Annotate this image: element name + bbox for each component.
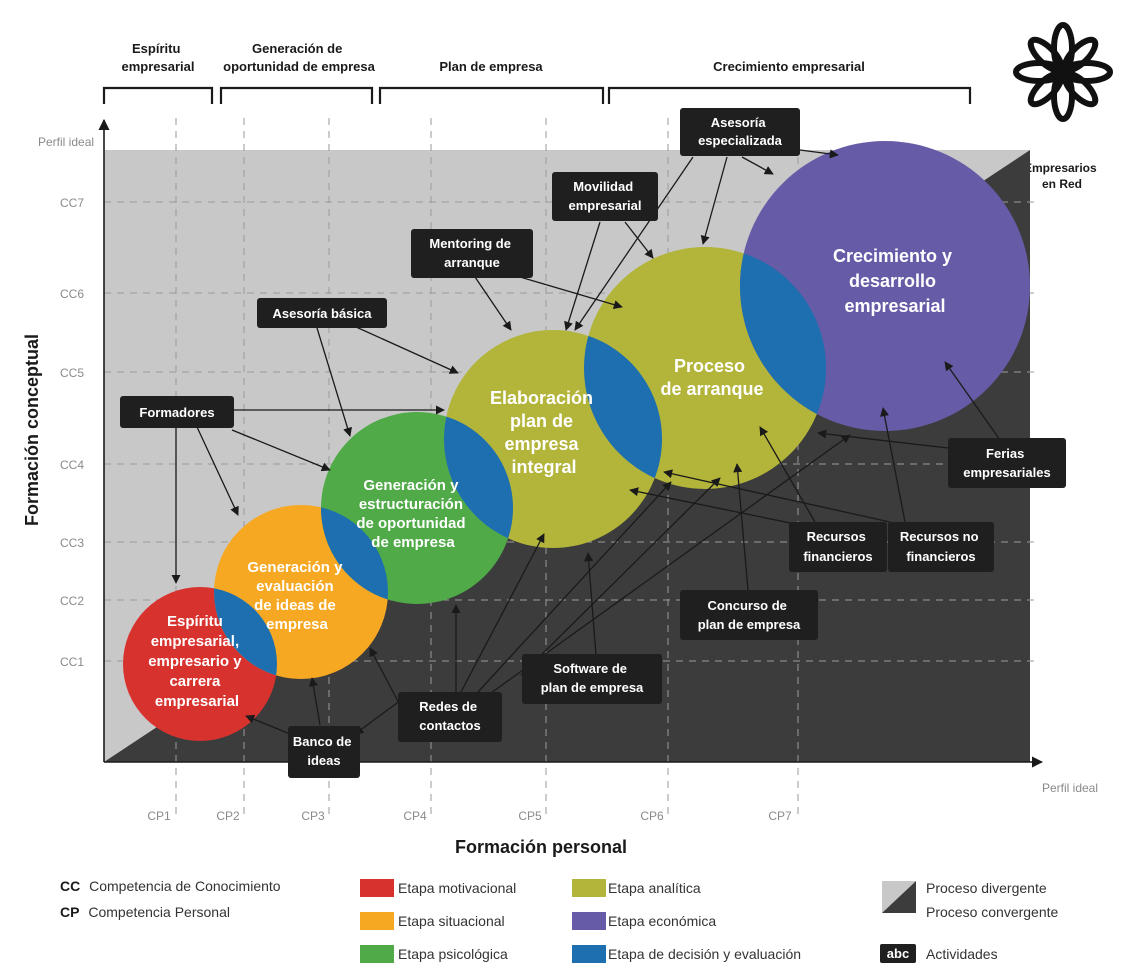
bracket-espiritu (102, 86, 214, 104)
circle-label-economica: Crecimiento y desarrollo empresarial (833, 246, 957, 316)
cp-tick: CP4 (403, 809, 427, 823)
activity-label: Redes de contactos (419, 699, 480, 733)
cc-tick: CC1 (60, 655, 84, 669)
cc-tick: CC2 (60, 594, 84, 608)
legend-label: Etapa analítica (608, 880, 701, 896)
activity-label: Formadores (139, 405, 214, 420)
activity-recursos-no-financieros (888, 522, 994, 572)
circle-label-situacional: Generación y evaluación de ideas de empr… (247, 559, 346, 633)
legend-swatch-analitica (572, 879, 606, 897)
stage-label-plan: Plan de empresa (439, 59, 543, 74)
circle-label-motivacional: Espíritu empresarial, empresario y carre… (148, 613, 246, 710)
activity-label: Banco de ideas (293, 734, 355, 768)
activity-boxes: Asesoría especializada Movilidad empresa… (120, 108, 1066, 778)
legend-label: Etapa económica (608, 913, 716, 929)
activity-label: Recursos no financieros (900, 529, 982, 564)
legend-label: Etapa de decisión y evaluación (608, 946, 801, 962)
legend-swatch-psicologica (360, 945, 394, 963)
legend-label: Etapa motivacional (398, 880, 516, 896)
activity-ferias (948, 438, 1066, 488)
activity-arrows (171, 149, 1001, 739)
decision-overlaps (214, 247, 826, 679)
bracket-crecimiento (607, 86, 972, 104)
overlap-1 (214, 587, 277, 679)
cp-tick: CP6 (640, 809, 664, 823)
overlap-4 (584, 330, 662, 489)
stage-brackets (102, 86, 972, 104)
cp-tick: CP3 (301, 809, 325, 823)
legend-swatch-motivacional (360, 879, 394, 897)
activity-movilidad (552, 172, 658, 221)
legend-abc-swatch (880, 944, 916, 963)
legend-label: Etapa psicológica (398, 946, 508, 962)
cp-tick: CP5 (518, 809, 542, 823)
y-axis-title: Formación conceptual (22, 334, 42, 526)
legend-actividades: Actividades (926, 946, 998, 962)
legend-convergente: Proceso convergente (926, 904, 1059, 920)
circle-label-arranque: Proceso de arranque (660, 356, 763, 399)
cc-tick: CC6 (60, 287, 84, 301)
cc-ticks: CC7 CC6 CC5 CC4 CC3 CC2 CC1 (60, 196, 84, 669)
activity-asesoria-basica (257, 298, 387, 328)
activity-label: Movilidad empresarial (569, 179, 642, 213)
activity-banco (288, 726, 360, 778)
stage-label-espiritu: Espíritu empresarial (122, 41, 195, 74)
overlap-5 (740, 247, 826, 431)
activity-label: Software de plan de empresa (541, 661, 644, 695)
activity-formadores (120, 396, 234, 428)
logo-text: Empresarios en Red (1024, 161, 1100, 191)
activity-software (522, 654, 662, 704)
circle-label-psicologica: Generación y estructuración de oportunid… (356, 477, 469, 551)
activity-label: Asesoría básica (272, 306, 372, 321)
activity-label: Ferias empresariales (963, 446, 1050, 480)
x-ideal-label: Perfil ideal (1042, 781, 1098, 795)
legend-abc: abc (887, 946, 909, 961)
legend-swatch-economica (572, 912, 606, 930)
bracket-generacion (219, 86, 374, 104)
cp-tick: CP7 (768, 809, 792, 823)
cp-tick: CP1 (147, 809, 171, 823)
legend-cp: CP Competencia Personal (60, 904, 230, 920)
activity-label: Asesoría especializada (698, 115, 783, 148)
activity-mentoring (411, 229, 533, 278)
legend-divergente: Proceso divergente (926, 880, 1047, 896)
activity-label: Recursos financieros (803, 529, 872, 564)
activity-label: Concurso de plan de empresa (698, 598, 801, 632)
x-axis-title: Formación personal (455, 837, 627, 857)
cc-tick: CC5 (60, 366, 84, 380)
activity-recursos-financieros (789, 522, 887, 572)
legend-swatch-decision (572, 945, 606, 963)
legend-cc: CC Competencia de Conocimiento (60, 878, 281, 894)
stage-label-generacion: Generación de oportunidad de empresa (223, 41, 375, 74)
overlap-3 (444, 412, 513, 548)
y-ideal-label: Perfil ideal (38, 135, 94, 149)
overlap-2 (321, 505, 388, 604)
cp-tick: CP2 (216, 809, 240, 823)
empresarios-en-red-logo (1013, 22, 1113, 122)
stage-label-crecimiento: Crecimiento empresarial (713, 59, 865, 74)
circle-label-analitica: Elaboración plan de empresa integral (490, 388, 598, 477)
bracket-plan (378, 86, 605, 104)
cp-ticks: CP1 CP2 CP3 CP4 CP5 CP6 CP7 (147, 809, 792, 823)
activity-asesoria-especializada (680, 108, 800, 156)
cc-tick: CC3 (60, 536, 84, 550)
legend: CC Competencia de Conocimiento CP Compet… (60, 878, 1059, 963)
cc-tick: CC4 (60, 458, 84, 472)
legend-swatch-situacional (360, 912, 394, 930)
activity-concurso (680, 590, 818, 640)
activity-redes (398, 692, 502, 742)
cc-tick: CC7 (60, 196, 84, 210)
activity-label: Mentoring de arranque (429, 236, 514, 270)
legend-convergent-swatch (882, 881, 916, 913)
legend-label: Etapa situacional (398, 913, 505, 929)
